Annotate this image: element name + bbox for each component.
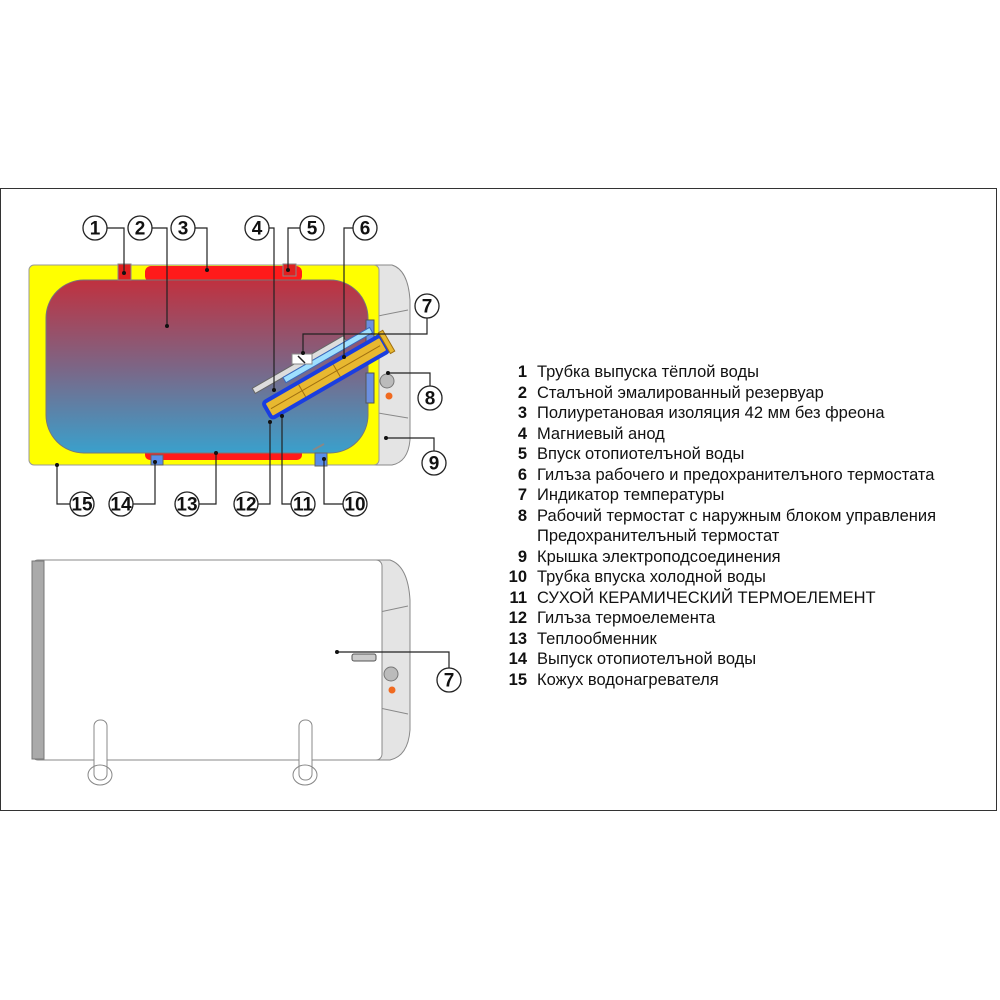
legend-item: Предохранителъный термостат <box>500 526 936 547</box>
callout-1: 1 <box>82 215 108 241</box>
svg-text:14: 14 <box>110 495 132 516</box>
legend-text: Предохранителъный термостат <box>537 527 780 545</box>
svg-text:7: 7 <box>444 671 455 692</box>
heating-water-outlet <box>150 454 164 466</box>
legend-item: 12 Гилъза термоелемента <box>500 608 936 629</box>
exterior-casing <box>31 559 383 761</box>
leader-lines <box>55 227 435 505</box>
svg-text:3: 3 <box>178 219 189 240</box>
callout-9: 9 <box>421 450 447 476</box>
legend-number: 2 <box>517 383 527 402</box>
callout-15: 15 <box>69 491 95 517</box>
svg-text:13: 13 <box>176 495 197 516</box>
callout-7: 7 <box>414 293 440 319</box>
legend-text: Магниевый анод <box>537 424 665 443</box>
legend-item: 1 Трубка выпуска тёплой воды <box>500 362 936 383</box>
callout-8: 8 <box>417 385 443 411</box>
legend-text: Трубка выпуска тёплой воды <box>537 363 759 381</box>
indicator-lamp <box>385 392 393 400</box>
pipe-right <box>298 719 313 781</box>
svg-text:7: 7 <box>422 297 433 318</box>
legend-item: 9 Крышка электроподсоединения <box>500 547 936 568</box>
legend-text: Гилъза рабочего и предохранителъного тер… <box>537 465 935 484</box>
legend-text: Гилъза термоелемента <box>537 609 716 627</box>
legend-text: СУХОЙ КЕРАМИЧЕСКИЙ ТЕРМОЕЛЕМЕНТ <box>537 588 876 607</box>
legend-item: 3 Полиуретановая изоляция 42 мм без фреон… <box>500 403 936 424</box>
legend-item: 13 Теплообменник <box>500 629 936 650</box>
svg-text:2: 2 <box>135 219 146 240</box>
svg-text:6: 6 <box>360 219 371 240</box>
callout-10: 10 <box>342 491 368 517</box>
svg-text:4: 4 <box>252 219 263 240</box>
thermostat-knob <box>379 373 395 389</box>
svg-text:1: 1 <box>90 219 101 240</box>
legend-text: Сталъной эмалированный резервуар <box>537 383 824 402</box>
callout-13: 13 <box>174 491 200 517</box>
legend-number: 9 <box>517 547 527 566</box>
legend-item: 8 Рабочий термостат с наружным блоком упр… <box>500 506 936 527</box>
legend-number: 15 <box>508 670 527 689</box>
pipe-left <box>93 719 108 781</box>
callout-12: 12 <box>233 491 259 517</box>
legend-number <box>500 526 527 547</box>
temperature-indicator-exterior <box>351 653 377 662</box>
exterior-control-cap <box>375 559 411 761</box>
callout-4: 4 <box>244 215 270 241</box>
legend-text: Выпуск отопиотелъной воды <box>537 650 757 668</box>
callout-6: 6 <box>352 215 378 241</box>
thermostat-sleeve <box>282 326 374 384</box>
svg-text:5: 5 <box>307 219 318 240</box>
legend-text: Рабочий термостат с наружным блоком упра… <box>537 506 937 525</box>
legend-item: 6 Гилъза рабочего и предохранителъного те… <box>500 465 936 486</box>
svg-text:15: 15 <box>71 495 93 516</box>
heat-exchanger-top <box>145 266 302 282</box>
legend-text: Впуск отопиотелъной воды <box>537 445 745 463</box>
legend-item: 7 Индикатор температуры <box>500 485 936 506</box>
legend-number: 4 <box>517 424 527 443</box>
legend-number: 14 <box>508 650 527 668</box>
svg-text:9: 9 <box>429 454 440 475</box>
cutaway-view <box>28 263 411 467</box>
callout-7-exterior: 7 <box>436 667 462 693</box>
legend-number: 3 <box>517 404 527 422</box>
exterior-view <box>31 559 450 786</box>
svg-text:8: 8 <box>425 389 436 410</box>
legend-item: 14 Выпуск отопиотелъной воды <box>500 649 936 670</box>
legend-text: Теплообменник <box>537 629 657 648</box>
callout-2: 2 <box>127 215 153 241</box>
callout-14: 14 <box>108 491 134 517</box>
legend-item: 5 Впуск отопиотелъной воды <box>500 444 936 465</box>
legend-item: 4 Магниевый анод <box>500 424 936 445</box>
callout-3: 3 <box>170 215 196 241</box>
legend-number: 11 <box>509 588 527 607</box>
tank <box>45 279 369 454</box>
diagram-frame <box>0 188 997 811</box>
legend-number: 12 <box>508 609 527 627</box>
side-panel <box>31 560 45 760</box>
svg-text:12: 12 <box>235 495 256 516</box>
legend-text: Индикатор температуры <box>537 486 725 504</box>
legend-text: Трубка впуска холодной воды <box>537 568 766 586</box>
legend-item: 15 Кожух водонагревателя <box>500 670 936 691</box>
callout-11: 11 <box>290 491 316 517</box>
callout-5: 5 <box>299 215 325 241</box>
legend: 1 Трубка выпуска тёплой воды 2 Сталъной эма… <box>500 362 936 690</box>
legend-number: 13 <box>508 629 527 648</box>
svg-text:10: 10 <box>344 495 365 516</box>
legend-item: 10 Трубка впуска холодной воды <box>500 567 936 588</box>
legend-text: Кожух водонагревателя <box>537 670 719 689</box>
legend-item: 11 СУХОЙ КЕРАМИЧЕСКИЙ ТЕРМОЕЛЕМЕНТ <box>500 588 936 609</box>
legend-number: 10 <box>508 568 527 586</box>
legend-number: 8 <box>517 506 527 525</box>
legend-number: 6 <box>517 465 527 484</box>
legend-number: 5 <box>517 445 527 463</box>
legend-item: 2 Сталъной эмалированный резервуар <box>500 383 936 404</box>
ceramic-heating-element <box>377 329 396 355</box>
legend-text: Полиуретановая изоляция 42 мм без фреона <box>537 404 885 422</box>
legend-number: 7 <box>517 486 527 504</box>
legend-text: Крышка электроподсоединения <box>537 547 781 566</box>
legend-number: 1 <box>517 363 527 381</box>
svg-text:11: 11 <box>293 495 314 516</box>
